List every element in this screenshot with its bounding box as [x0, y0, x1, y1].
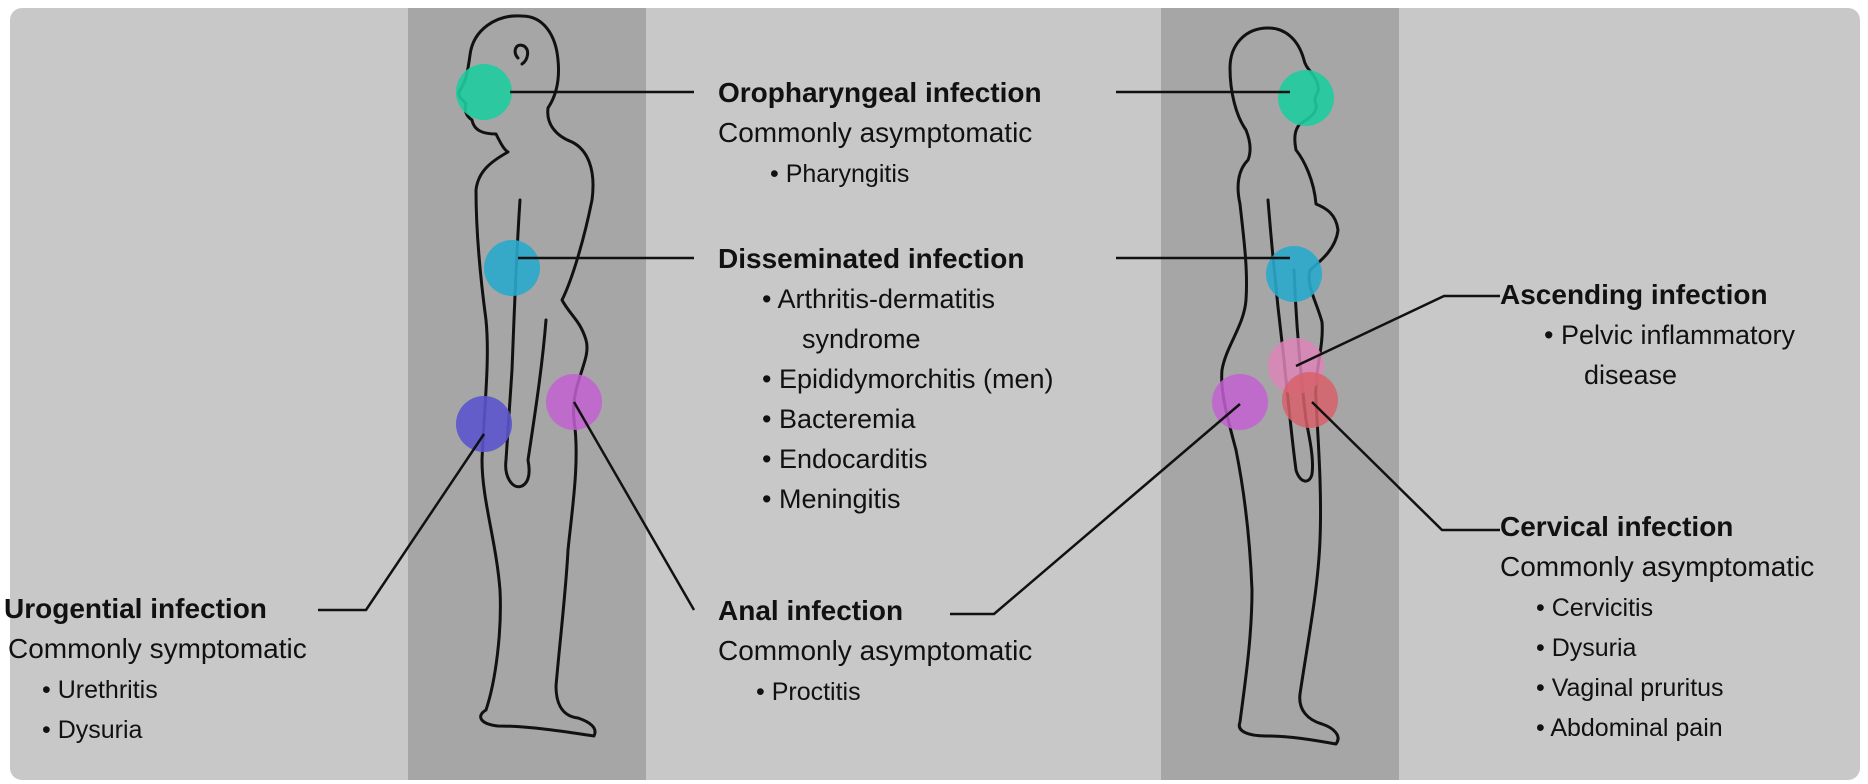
- female-disseminated-spot: [1266, 246, 1322, 302]
- label-cervical-item: • Dysuria: [1536, 634, 1637, 662]
- label-urogential-title: Urogential infection: [4, 593, 267, 624]
- male-disseminated-spot: [484, 240, 540, 296]
- male-oropharyngeal-spot: [456, 64, 512, 120]
- label-disseminated-item: • Epididymorchitis (men): [762, 364, 1054, 394]
- label-oropharyngeal-subtitle: Commonly asymptomatic: [718, 117, 1032, 148]
- label-cervical-item: • Cervicitis: [1536, 594, 1653, 622]
- label-cervical-item: • Abdominal pain: [1536, 714, 1723, 742]
- label-urogential-item: • Urethritis: [42, 676, 158, 704]
- label-disseminated-title: Disseminated infection: [718, 243, 1025, 274]
- label-oropharyngeal-item: • Pharyngitis: [770, 160, 909, 188]
- label-oropharyngeal-title: Oropharyngeal infection: [718, 77, 1042, 108]
- label-anal-title: Anal infection: [718, 595, 903, 626]
- label-cervical-item: • Vaginal pruritus: [1536, 674, 1724, 702]
- label-disseminated-item: • Endocarditis: [762, 444, 928, 474]
- label-disseminated-item: • Arthritis-dermatitis: [762, 284, 995, 314]
- label-disseminated-item: • Meningitis: [762, 484, 901, 514]
- label-disseminated-item-cont: syndrome: [802, 324, 921, 354]
- female-oropharyngeal-spot: [1278, 70, 1334, 126]
- female-body-band: [1161, 8, 1399, 780]
- male-urogenital-spot: [456, 396, 512, 452]
- label-ascending-item-cont: disease: [1584, 360, 1677, 390]
- label-ascending-title: Ascending infection: [1500, 279, 1768, 310]
- label-cervical-subtitle: Commonly asymptomatic: [1500, 551, 1814, 582]
- label-urogential-item: • Dysuria: [42, 716, 143, 744]
- label-ascending-item: • Pelvic inflammatory: [1544, 320, 1796, 350]
- male-body-band: [408, 8, 646, 780]
- label-anal-item: • Proctitis: [756, 678, 861, 706]
- label-cervical-title: Cervical infection: [1500, 511, 1733, 542]
- label-disseminated-item: • Bacteremia: [762, 404, 917, 434]
- label-anal-subtitle: Commonly asymptomatic: [718, 635, 1032, 666]
- label-urogential-subtitle: Commonly symptomatic: [8, 633, 307, 664]
